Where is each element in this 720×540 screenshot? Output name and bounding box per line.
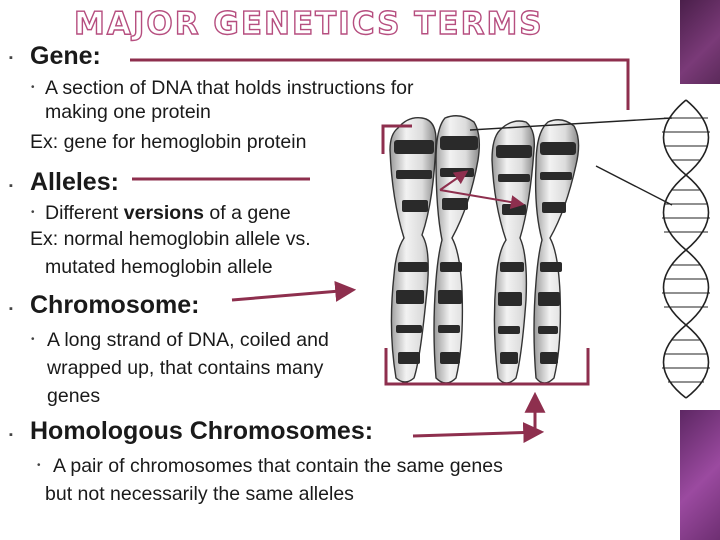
decorative-strip-bottom bbox=[680, 410, 720, 540]
term-chromosome-heading: Chromosome: bbox=[30, 291, 200, 319]
term-chromosome-line: A long strand of DNA, coiled and bbox=[47, 329, 329, 351]
arrow-icon bbox=[439, 170, 469, 191]
chromosome-right-illustration bbox=[491, 119, 580, 384]
term-homologous-line: A pair of chromosomes that contain the s… bbox=[53, 455, 503, 477]
term-gene-example: Ex: gene for hemoglobin protein bbox=[30, 131, 307, 153]
pointer-lines bbox=[130, 58, 630, 444]
slide-title: MAJOR GENETICS TERMS bbox=[73, 5, 544, 42]
sub-bullet-icon: • bbox=[31, 334, 35, 345]
bullet-icon: ▪ bbox=[9, 303, 13, 315]
term-chromosome-line: wrapped up, that contains many bbox=[47, 357, 324, 379]
sub-bullet-icon: • bbox=[31, 207, 35, 218]
bullet-icon: ▪ bbox=[9, 180, 13, 192]
term-gene-line: A section of DNA that holds instructions… bbox=[45, 77, 414, 99]
chromosome-left-illustration bbox=[389, 115, 481, 384]
term-alleles-example: Ex: normal hemoglobin allele vs. bbox=[30, 228, 311, 250]
arrow-icon bbox=[231, 280, 357, 302]
dna-double-helix-illustration bbox=[662, 99, 710, 399]
gene-leader-line bbox=[469, 117, 673, 131]
term-chromosome-line: genes bbox=[47, 385, 101, 407]
bullet-icon: ▪ bbox=[9, 52, 13, 64]
sub-bullet-icon: • bbox=[31, 82, 35, 93]
sub-bullet-icon: • bbox=[37, 460, 41, 471]
term-homologous-heading: Homologous Chromosomes: bbox=[30, 417, 374, 445]
term-gene-line: making one protein bbox=[45, 101, 211, 123]
term-alleles-line: Different versions of a gene bbox=[45, 202, 291, 224]
gene-leader-line bbox=[595, 165, 673, 206]
term-gene-heading: Gene: bbox=[30, 42, 101, 70]
arrow-icon bbox=[439, 189, 525, 210]
term-homologous-line: but not necessarily the same alleles bbox=[45, 483, 354, 505]
term-alleles-heading: Alleles: bbox=[30, 168, 119, 196]
arrow-icon bbox=[412, 422, 545, 444]
decorative-strip-top bbox=[680, 0, 720, 84]
bullet-icon: ▪ bbox=[9, 429, 13, 441]
term-alleles-line: mutated hemoglobin allele bbox=[45, 256, 273, 278]
